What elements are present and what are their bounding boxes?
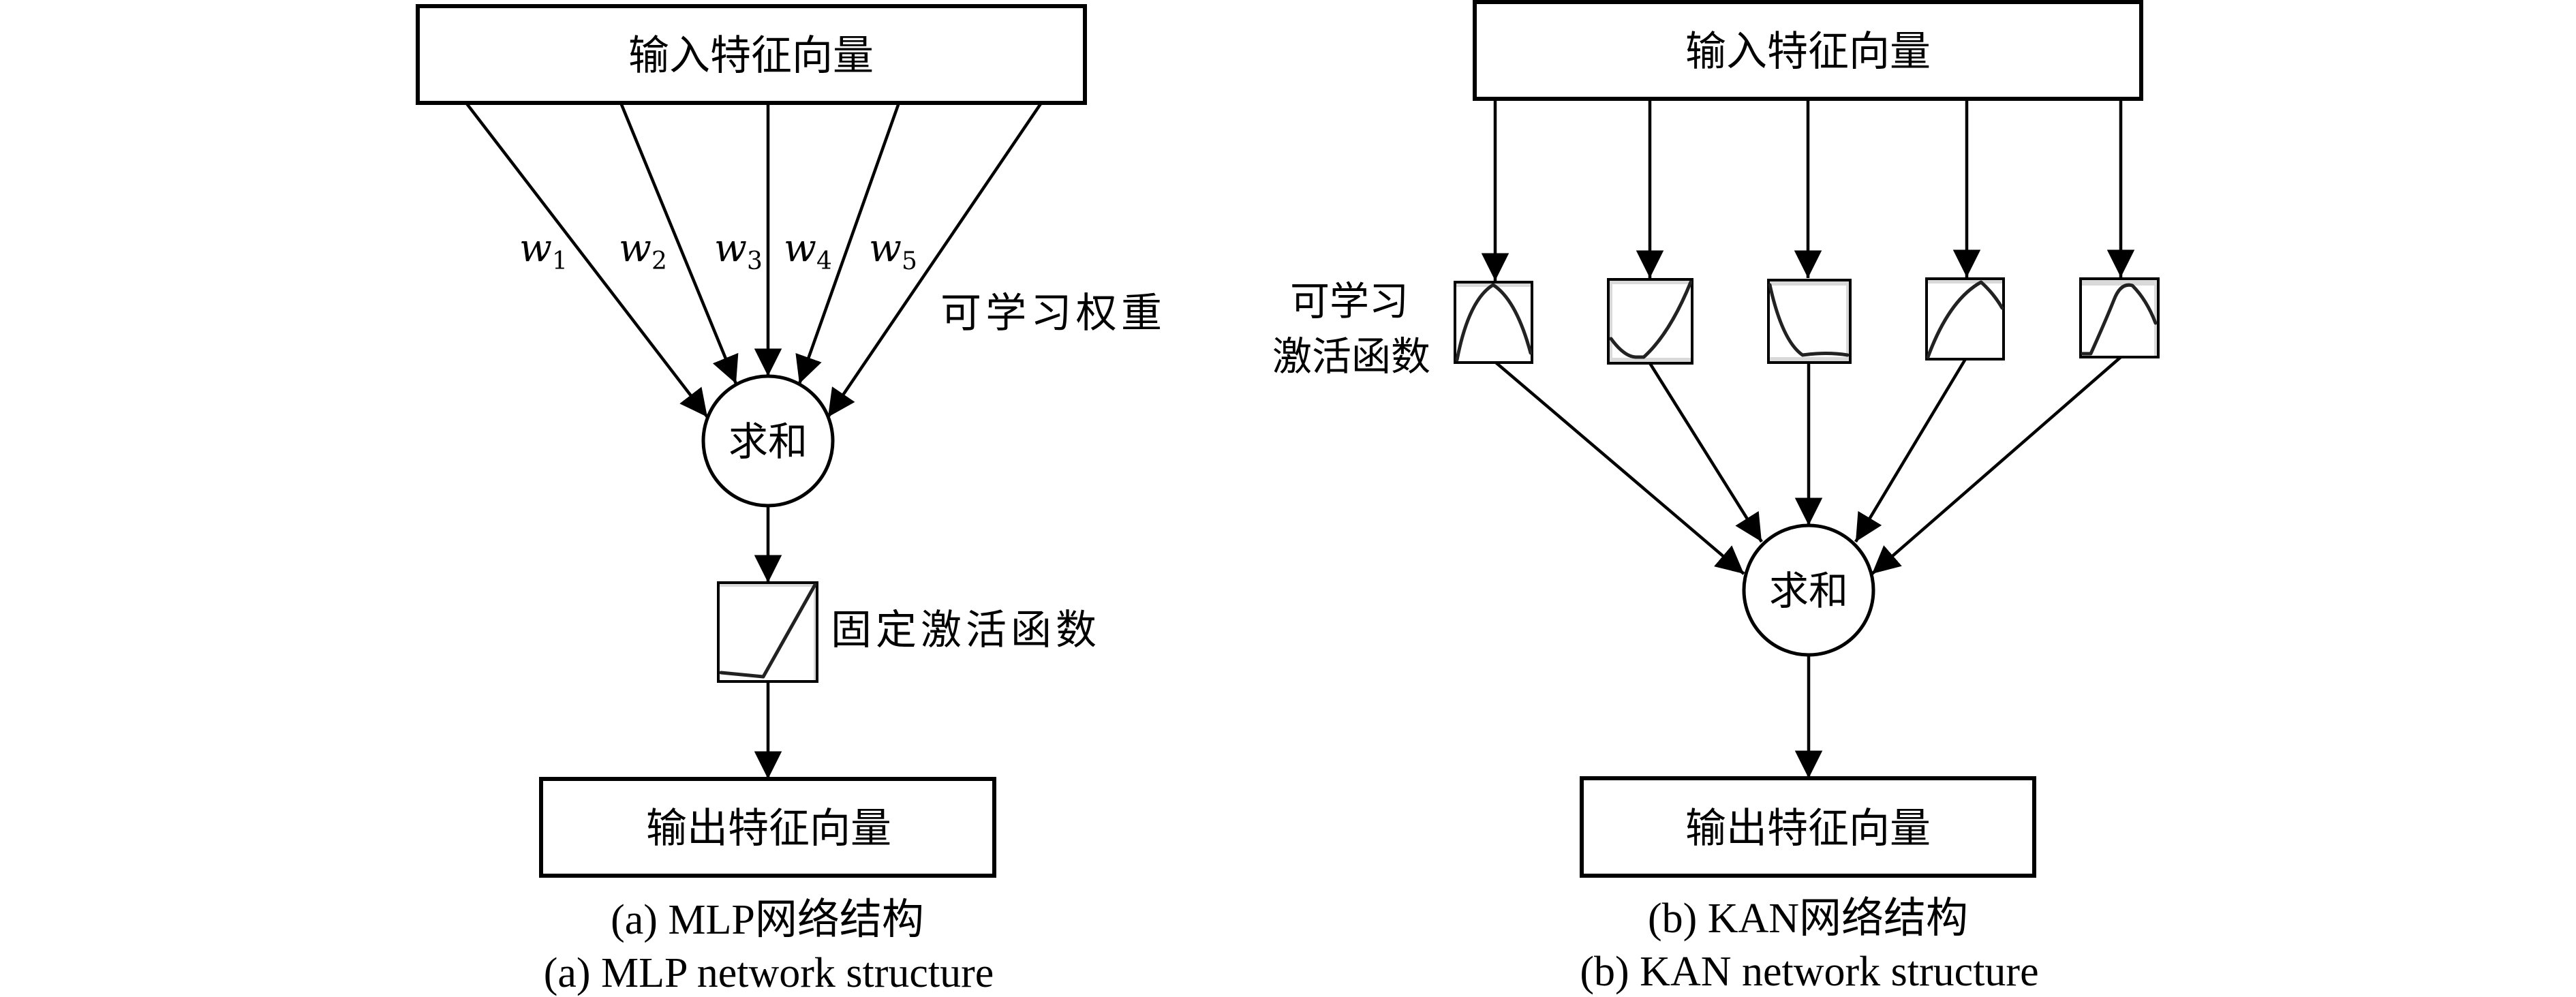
mlp-output-box [539, 777, 996, 878]
kan-input-label: 输入特征向量 [1685, 28, 1931, 76]
weight-label-w1: w1 [519, 226, 568, 275]
rise-peak-curve-icon [1925, 277, 2005, 361]
mlp-edge-w5 [827, 102, 1043, 418]
mlp-sum-label: 求和 [729, 418, 808, 465]
u-curve-icon [1607, 278, 1693, 365]
kan-edge-out-4 [1854, 358, 1967, 543]
weight-label-w2: w2 [619, 226, 667, 275]
kan-edge-out-5 [1871, 356, 2122, 575]
kan-input-box [1473, 0, 2143, 101]
fixed-activation-annotation: 固定激活函数 [831, 607, 1097, 654]
relu-like-curve-icon [717, 581, 818, 683]
mlp-output-label: 输出特征向量 [646, 805, 891, 853]
learnable-weights-annotation: 可学习权重 [940, 290, 1162, 337]
weight-label-w3: w3 [714, 226, 763, 275]
kan-caption-cn: (b) KAN网络结构 [1648, 895, 1968, 942]
kan-edge-out-2 [1649, 362, 1763, 543]
hump-curve-icon [1454, 281, 1533, 364]
kan-edge-out-1 [1494, 361, 1745, 575]
mlp-input-box [416, 4, 1087, 105]
kan-output-label: 输出特征向量 [1685, 805, 1931, 853]
mlp-caption-cn: (a) MLP网络结构 [611, 897, 924, 943]
learnable-activation-annotation-line1: 可学习 [1290, 278, 1409, 324]
kan-caption-en: (b) KAN network structure [1580, 949, 2038, 995]
s-peak-curve-icon [2079, 277, 2160, 358]
mlp-diagram: 输入特征向量 w1 w2 w3 w4 w5 可学习权重 求和 固定激活函数 输出… [416, 4, 1162, 996]
learnable-activation-annotation-line2: 激活函数 [1272, 333, 1430, 380]
mlp-edge-w1 [465, 102, 709, 418]
weight-label-w5: w5 [869, 226, 917, 275]
mlp-edge-w2 [619, 102, 739, 384]
decay-curve-icon [1767, 279, 1852, 364]
mlp-input-label: 输入特征向量 [628, 32, 874, 80]
mlp-caption-en: (a) MLP network structure [544, 950, 994, 996]
kan-output-box [1580, 776, 2036, 878]
mlp-edge-w4 [795, 102, 901, 384]
kan-sum-label: 求和 [1769, 568, 1848, 614]
weight-label-w4: w4 [784, 226, 832, 275]
kan-diagram: 输入特征向量 [1272, 0, 2160, 995]
